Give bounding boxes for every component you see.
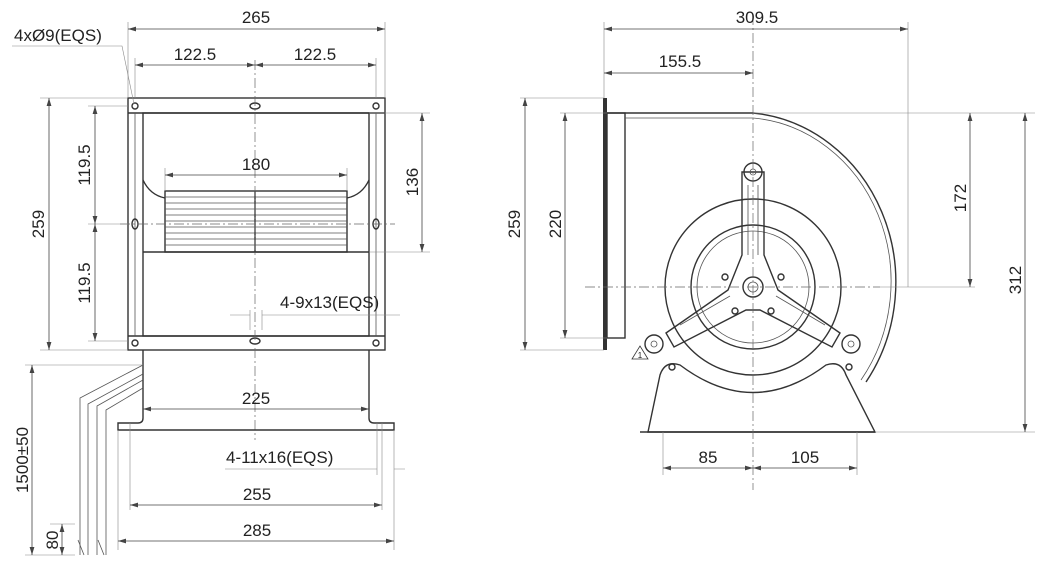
dim-base-hole-spacing: 255 (243, 485, 271, 504)
label-mount-holes: 4xØ9(EQS) (14, 26, 102, 45)
cable-icons (77, 364, 144, 556)
dim-cable-strip-length: 80 (43, 531, 62, 550)
dim-axis-height: 172 (951, 184, 970, 212)
dim-height-overall: 259 (29, 210, 48, 238)
dim-base-inner-width: 225 (242, 389, 270, 408)
dim-hole-spacing-left: 122.5 (174, 45, 217, 64)
dim-flange-height: 259 (505, 210, 524, 238)
dim-half-height-bottom: 119.5 (75, 262, 94, 303)
side-dimensions: 309.5 155.5 259 220 172 312 85 105 (505, 8, 1035, 475)
dim-base-right: 105 (791, 448, 819, 467)
svg-text:1: 1 (638, 351, 643, 360)
dim-outlet-width: 180 (242, 155, 270, 174)
label-base-slots: 4-11x16(EQS) (226, 448, 333, 467)
dim-cable-length: 1500±50 (13, 427, 32, 493)
side-view: 1 (585, 15, 897, 490)
dim-height-overall-side: 312 (1006, 266, 1025, 294)
dim-width-overall: 265 (242, 8, 270, 27)
front-dimensions: 265 122.5 122.5 4xØ9(EQS) 259 119.5 119.… (12, 8, 430, 556)
base-stand (117, 350, 395, 431)
dim-outlet-height: 136 (403, 168, 422, 196)
dim-inlet-height: 220 (546, 210, 565, 238)
dim-depth-overall: 309.5 (736, 8, 779, 27)
base-stand-side (640, 363, 877, 433)
front-view (77, 60, 395, 556)
dim-base-width: 285 (243, 521, 271, 540)
fan-wheel (164, 190, 348, 253)
dim-base-left: 85 (699, 448, 718, 467)
label-slot-holes: 4-9x13(EQS) (280, 293, 379, 312)
dim-axis-offset: 155.5 (659, 52, 702, 71)
warning-triangle-icon: 1 (631, 345, 649, 360)
dim-hole-spacing-right: 122.5 (294, 45, 337, 64)
motor-bracket (644, 162, 861, 354)
dim-half-height-top: 119.5 (75, 144, 94, 185)
